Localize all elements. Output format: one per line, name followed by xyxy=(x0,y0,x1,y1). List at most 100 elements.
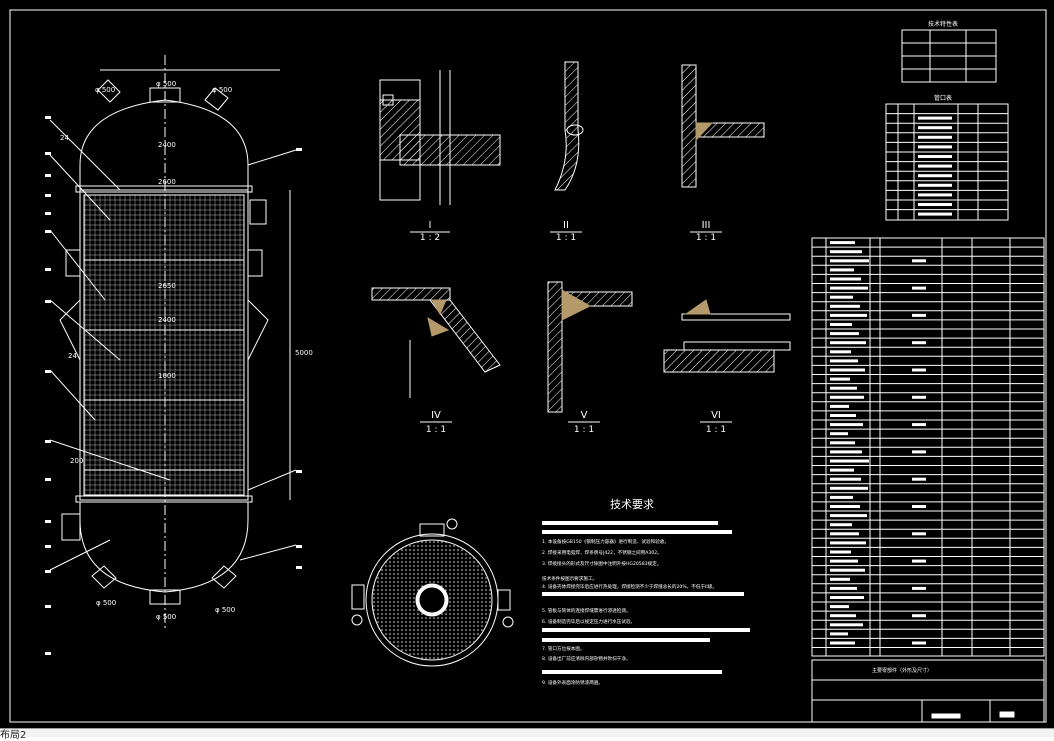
parts-row-text-block xyxy=(912,559,926,563)
detail-5-scale: 1 : 1 xyxy=(574,425,594,435)
upper-flange xyxy=(75,185,253,193)
parts-row-text-block xyxy=(830,505,860,508)
nozzle-table-title: 管口表 xyxy=(934,94,952,102)
parts-row-text-block xyxy=(830,586,857,590)
parts-row-text-block xyxy=(912,532,926,536)
nozzle-dim-f: φ 500 xyxy=(215,606,235,614)
nozzle-dim-c: φ 500 xyxy=(212,86,232,94)
req-line-2: 2. 焊接采用电弧焊，焊条牌号J422，不锈钢之间用A302。 xyxy=(542,549,662,556)
parts-row-text-block xyxy=(830,514,867,518)
parts-row-text-block xyxy=(830,414,856,417)
detail-4-label: IV xyxy=(431,410,441,421)
nozzle-row-text-block xyxy=(918,155,952,158)
dim-d-top: 2400 xyxy=(158,141,176,149)
dim-d-tube: 1000 xyxy=(158,372,176,380)
parts-row-text-block xyxy=(830,395,864,399)
parts-row-text-block xyxy=(830,259,869,263)
parts-row-text-block xyxy=(830,468,854,472)
parts-row-text-block xyxy=(830,386,857,390)
parts-row-text-block xyxy=(830,523,852,527)
dim-length-24a: 24 xyxy=(60,134,69,142)
detail-1-scale: 1 : 2 xyxy=(420,233,440,243)
parts-row-text-block xyxy=(912,450,926,454)
detail-view-1 xyxy=(379,70,501,205)
parts-row-text-block xyxy=(830,241,855,245)
detail-3-scale: 1 : 1 xyxy=(696,233,716,243)
req-line-3: 3. 焊接接头的形式及尺寸除图中注明外按HG20583规定。 xyxy=(542,560,661,567)
parts-row-text-block xyxy=(830,268,854,272)
dim-length-200: 200 xyxy=(70,457,83,465)
parts-row-text-block xyxy=(830,450,862,454)
detail-1-label: I xyxy=(429,220,432,231)
parts-row-text-block xyxy=(830,313,867,317)
parts-row-text-block xyxy=(830,559,858,563)
req-line-4: 技术条件按图示要求施工。 xyxy=(542,575,597,582)
dim-length-5000: 5000 xyxy=(295,349,313,357)
nozzle-row-text-block xyxy=(918,183,952,187)
detail-5-label: V xyxy=(581,410,588,421)
detail-view-4 xyxy=(371,287,501,398)
detail-3-label: III xyxy=(702,220,711,231)
parts-row-text-block xyxy=(830,377,850,381)
nozzle-row-text-block xyxy=(918,116,952,120)
parts-row-text-block xyxy=(830,350,851,354)
tech-characteristics-table xyxy=(901,29,997,83)
nozzle-dim-e: φ 500 xyxy=(156,613,176,621)
layout-tab[interactable]: 布局2 xyxy=(0,730,27,741)
parts-row-text-block xyxy=(912,614,926,618)
parts-row-text-block xyxy=(912,505,926,508)
detail-view-5 xyxy=(547,281,633,413)
parts-row-text-block xyxy=(830,550,851,554)
parts-row-text-block xyxy=(912,368,926,372)
parts-row-text-block xyxy=(830,596,864,599)
lower-flange xyxy=(75,495,253,503)
parts-row-text-block xyxy=(830,632,848,636)
parts-row-text-block xyxy=(830,277,861,281)
detail-view-2 xyxy=(554,61,584,191)
nozzle-dim-b: φ 500 xyxy=(95,86,115,94)
parts-row-text-block xyxy=(912,286,926,290)
parts-row-text-block xyxy=(830,532,859,536)
nozzle-dim-d: φ 500 xyxy=(96,599,116,607)
req-line-7: 6. 设备制造完毕后以规定压力进行水压试验。 xyxy=(542,618,635,625)
req-line-8: 7. 管口方位按本图。 xyxy=(542,645,585,652)
parts-row-text-block xyxy=(912,477,926,481)
title-block xyxy=(811,659,1045,723)
parts-row-text-block xyxy=(830,286,868,290)
parts-row-text-block xyxy=(830,568,865,572)
technical-requirements: 技术要求 1. 本设备按GB150《钢制压力容器》进行制造、试验和验收。 2. … xyxy=(542,498,750,686)
req-line-9: 8. 设备出厂前应清除内部杂物并吹扫干净。 xyxy=(542,655,631,662)
parts-row-text-block xyxy=(830,441,855,445)
parts-row-text-block xyxy=(830,605,849,609)
nozzle-row-text-block xyxy=(918,164,952,168)
parts-row-text-block xyxy=(912,586,926,590)
nozzle-row-text-block xyxy=(918,193,952,197)
dim-length-24b: 24 xyxy=(68,352,77,360)
parts-row-text-block xyxy=(830,477,861,481)
parts-row-text-block xyxy=(830,432,848,436)
dim-d-shell: 2600 xyxy=(158,178,176,186)
title-block-name: 主要零部件（外形及尺寸） xyxy=(872,667,932,674)
parts-row-text-block xyxy=(830,368,865,372)
detail-2-scale: 1 : 1 xyxy=(556,233,576,243)
parts-row-text-block xyxy=(830,423,863,427)
parts-row-text-block xyxy=(912,259,926,263)
req-line-10: 9. 设备外表面涂防锈漆两遍。 xyxy=(542,679,603,686)
nozzle-row-text-block xyxy=(918,212,952,216)
parts-row-text-block xyxy=(912,341,926,345)
parts-row-text-block xyxy=(912,641,926,645)
tech-char-title: 技术特性表 xyxy=(928,20,958,28)
nozzle-row-text-block xyxy=(918,126,952,130)
sheet-border xyxy=(9,9,1047,723)
parts-row-text-block xyxy=(830,250,862,254)
req-line-1: 1. 本设备按GB150《钢制压力容器》进行制造、试验和验收。 xyxy=(542,538,669,545)
parts-row-text-block xyxy=(830,459,869,463)
parts-row-text-block xyxy=(830,404,849,408)
nozzle-row-text-block xyxy=(918,145,952,149)
parts-row-text-block xyxy=(830,323,852,326)
req-line-5: 4. 设备壳体焊接完毕后应进行热处理，焊接检测不少于焊缝总长的20%，不低于II… xyxy=(542,583,717,590)
dim-d-inner: 2400 xyxy=(158,316,176,324)
detail-view-3 xyxy=(681,64,765,188)
nozzle-row-text-block xyxy=(918,174,952,178)
